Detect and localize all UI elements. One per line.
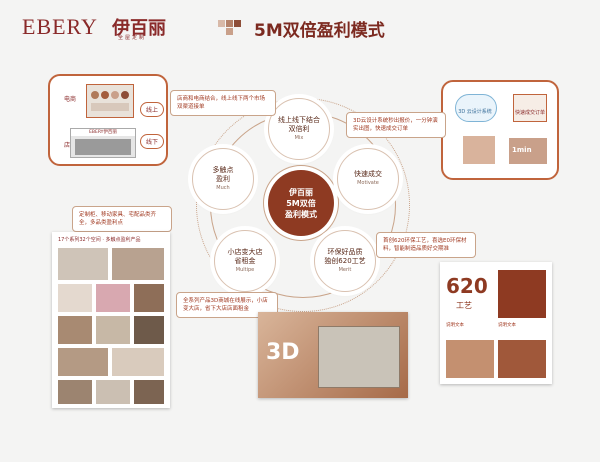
room-photo-12	[96, 380, 130, 404]
room-photo-10	[112, 348, 164, 376]
store-front-image: EBERY伊百丽	[70, 128, 136, 158]
room-photo-3	[58, 284, 92, 312]
logo-subtitle: 全屋定制	[118, 35, 147, 41]
ecommerce-screen-image	[86, 84, 134, 118]
tag-offline: 线下	[140, 134, 165, 149]
node-much: 多触点 盈利 Much	[192, 148, 254, 210]
node-merit: 环保好品质 独创620工艺 Merit	[314, 230, 376, 292]
node-mix-cn2: 双倍利	[288, 124, 310, 133]
badge-unit: 工艺	[456, 301, 472, 310]
node-multipe-en: Multipe	[235, 266, 255, 273]
room-photo-11	[58, 380, 92, 404]
center-line1: 伊百丽	[289, 187, 313, 197]
callout-mix: 店商和电商结合，线上线下两个市场双渠道接单	[170, 90, 276, 116]
callout-merit: 首创620环保工艺，喜选E0环保材料，智能制造品质好交期准	[376, 232, 476, 258]
product-collage-card: 17个系列32个空间 · 多触点盈利产品	[52, 232, 170, 408]
store-sign: EBERY伊百丽	[71, 129, 135, 136]
center-line3: 盈利模式	[285, 209, 317, 219]
tag-online: 线上	[140, 102, 165, 117]
node-mix-en: Mix	[294, 134, 304, 141]
room-photo-2	[112, 248, 164, 280]
room-photo-1	[58, 248, 108, 280]
node-multipe-cn1: 小店变大店	[227, 247, 263, 256]
node-much-cn1: 多触点	[212, 165, 234, 174]
wood-sample-image	[498, 270, 546, 318]
620-process-card: 620 工艺 说明文本 说明文本	[440, 262, 552, 384]
room-photo-6	[58, 316, 92, 344]
room-photo-5	[134, 284, 164, 312]
badge-620: 620	[446, 274, 488, 298]
logo-en: EBERY	[22, 14, 98, 39]
cloud-label: 3D 云设计系统	[458, 109, 492, 115]
node-motivate-cn1: 快速成交	[354, 170, 382, 178]
3d-room-render	[318, 326, 400, 388]
node-mix: 线上线下结合 双倍利 Mix	[268, 98, 330, 160]
note-1: 说明文本	[446, 323, 464, 328]
panel-detail-image	[498, 340, 546, 378]
center-line2: 5M双倍	[286, 198, 316, 208]
node-merit-cn1: 环保好品质	[327, 247, 363, 256]
mix-illustration-panel: 电商 店商 EBERY伊百丽 线上 线下	[48, 74, 168, 166]
room-photo-7	[96, 316, 130, 344]
node-mix-cn1: 线上线下结合	[278, 115, 320, 124]
node-motivate: 快速成交 Motivate	[337, 148, 399, 210]
room-photo-8	[134, 316, 164, 344]
title-decor-squares	[218, 20, 246, 35]
node-multipe-cn2: 省租金	[234, 256, 256, 265]
motivate-illustration-panel: 3D 云设计系统 快速成交订单 1min	[441, 80, 559, 180]
callout-much: 定制柜、移动家具、宅配品类齐全，多品类盈利点	[72, 206, 172, 232]
node-much-cn2: 盈利	[216, 174, 230, 183]
callout-motivate: 3D云设计系统秒出报价，一分钟演实出图，快速成交订单	[346, 112, 446, 138]
room-photo-9	[58, 348, 108, 376]
node-much-en: Much	[216, 184, 230, 191]
timer-image: 1min	[509, 138, 547, 164]
timer-label: 1min	[512, 146, 532, 154]
room-photo-4	[96, 284, 130, 312]
collage-caption: 17个系列32个空间 · 多触点盈利产品	[58, 237, 141, 243]
page-title: 5M双倍盈利模式	[254, 21, 385, 41]
3d-mall-card: 3D	[258, 312, 408, 398]
order-label: 快速成交订单	[513, 94, 547, 122]
node-merit-en: Merit	[338, 266, 352, 273]
node-multipe: 小店变大店 省租金 Multipe	[214, 230, 276, 292]
node-motivate-en: Motivate	[357, 180, 379, 186]
node-merit-cn2: 独创620工艺	[324, 256, 366, 265]
logo-cn: 伊百丽	[112, 18, 166, 39]
3d-label: 3D	[266, 340, 300, 365]
design-image	[463, 136, 495, 164]
note-2: 说明文本	[498, 323, 516, 328]
room-photo-13	[134, 380, 164, 404]
cloud-icon	[455, 94, 497, 122]
label-ecommerce: 电商	[64, 96, 77, 103]
edge-detail-image	[446, 340, 494, 378]
center-model-node: 伊百丽 5M双倍 盈利模式	[268, 170, 334, 236]
